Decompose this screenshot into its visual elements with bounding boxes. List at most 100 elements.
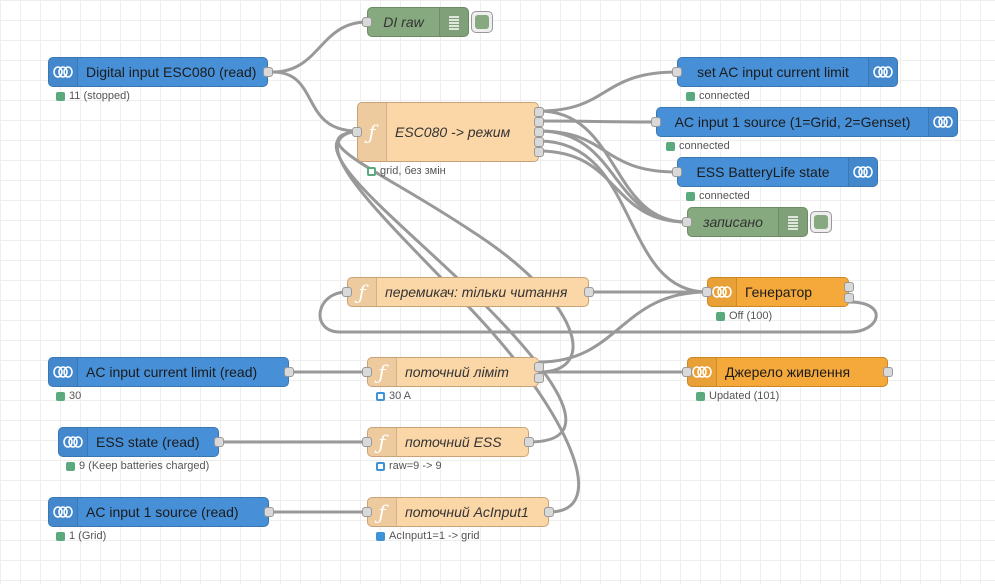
function-node-esc-mode[interactable]: ƒ ESC080 -> режим	[352, 102, 544, 162]
input-port[interactable]	[702, 287, 712, 297]
function-node-cur-ess[interactable]: ƒ поточний ESS	[362, 427, 534, 457]
wire-esc-to-acsource	[538, 119, 657, 124]
status-dot	[376, 461, 385, 471]
function-node-switch-readonly[interactable]: ƒ перемикач: тільки читання	[342, 277, 594, 307]
node-label: AC input 1 source (read)	[86, 504, 239, 520]
node-label: поточний AcInput1	[405, 504, 529, 520]
debug-node-di-raw[interactable]: DI raw	[362, 7, 469, 37]
victron-node-ess-batterylife[interactable]: ESS BatteryLife state	[672, 157, 878, 187]
list-icon	[439, 8, 468, 36]
input-port[interactable]	[362, 367, 372, 377]
status-text: AcInput1=1 -> grid	[389, 530, 480, 542]
input-port[interactable]	[651, 117, 661, 127]
node-label: поточний ліміт	[405, 364, 509, 380]
function-node-cur-acinput[interactable]: ƒ поточний AcInput1	[362, 497, 554, 527]
output-port[interactable]	[214, 437, 224, 447]
node-label: ESC080 -> режим	[395, 124, 511, 140]
status-dot	[56, 91, 65, 101]
status-text: Updated (101)	[709, 390, 780, 402]
node-label: записано	[703, 214, 763, 230]
victron-node-power-source[interactable]: Джерело живлення	[682, 357, 893, 387]
input-port[interactable]	[362, 507, 372, 517]
victron-node-digital-input[interactable]: Digital input ESC080 (read)	[48, 57, 273, 87]
node-label: ESS state (read)	[96, 434, 200, 450]
status-dot	[696, 391, 705, 401]
debug-node-zapysano[interactable]: записано	[682, 207, 808, 237]
list-icon	[778, 208, 807, 236]
wire-generator-loop	[318, 290, 878, 334]
output-port-1[interactable]	[844, 282, 854, 292]
node-label: set AC input current limit	[697, 64, 849, 80]
output-port[interactable]	[524, 437, 534, 447]
status-text: connected	[699, 190, 750, 202]
wire-esc-to-setlimit	[538, 70, 678, 113]
victron-node-ac-source[interactable]: AC input 1 source (1=Grid, 2=Genset)	[651, 107, 958, 137]
status-dot	[367, 166, 376, 176]
wire-esc-to-generator	[538, 139, 708, 294]
wire-curlimit-to-gen	[538, 290, 708, 364]
input-port[interactable]	[672, 167, 682, 177]
output-port-2[interactable]	[534, 373, 544, 383]
status-dot	[56, 531, 65, 541]
node-status: 30 A	[376, 390, 411, 402]
victron-node-ess-state-read[interactable]: ESS state (read)	[58, 427, 224, 457]
output-port[interactable]	[264, 507, 274, 517]
output-port-4[interactable]	[534, 137, 544, 147]
node-status: raw=9 -> 9	[376, 460, 442, 472]
function-icon: ƒ	[358, 103, 387, 161]
node-label: Джерело живлення	[725, 364, 851, 380]
status-text: connected	[699, 90, 750, 102]
node-status: connected	[686, 190, 750, 202]
output-port-1[interactable]	[534, 107, 544, 117]
function-icon: ƒ	[368, 428, 397, 456]
node-status: 9 (Keep batteries charged)	[66, 460, 209, 472]
output-port[interactable]	[883, 367, 893, 377]
node-status: 30	[56, 390, 81, 402]
input-port[interactable]	[342, 287, 352, 297]
output-port[interactable]	[584, 287, 594, 297]
input-port[interactable]	[672, 67, 682, 77]
wire-esc-to-zapysano-3	[538, 149, 688, 224]
input-port[interactable]	[362, 17, 372, 27]
output-port-5[interactable]	[534, 147, 544, 157]
debug-toggle-button[interactable]	[471, 11, 493, 33]
debug-toggle-button[interactable]	[810, 211, 832, 233]
node-status: connected	[666, 140, 730, 152]
node-status: 1 (Grid)	[56, 530, 106, 542]
node-label: Генератор	[745, 284, 813, 300]
output-port-1[interactable]	[534, 362, 544, 372]
victron-node-ac-limit-read[interactable]: AC input current limit (read)	[48, 357, 294, 387]
output-port[interactable]	[263, 67, 273, 77]
status-dot	[666, 141, 675, 151]
output-port-3[interactable]	[534, 127, 544, 137]
wire-digital-to-esc	[272, 70, 358, 133]
status-text: 1 (Grid)	[69, 530, 107, 542]
input-port[interactable]	[682, 217, 692, 227]
status-dot	[376, 391, 385, 401]
status-text: 30 A	[389, 390, 412, 402]
status-text: 30	[69, 390, 82, 402]
input-port[interactable]	[682, 367, 692, 377]
node-status: Off (100)	[716, 310, 772, 322]
node-status: AcInput1=1 -> grid	[376, 530, 480, 542]
function-icon: ƒ	[368, 498, 397, 526]
function-node-cur-limit[interactable]: ƒ поточний ліміт	[362, 357, 544, 387]
victron-wave-icon	[688, 358, 717, 386]
output-port-2[interactable]	[534, 117, 544, 127]
victron-wave-icon	[49, 58, 78, 86]
victron-node-generator[interactable]: Генератор	[702, 277, 854, 307]
status-dot	[66, 461, 75, 471]
victron-node-set-ac-limit[interactable]: set AC input current limit	[672, 57, 898, 87]
status-text: grid, без змін	[380, 165, 446, 177]
status-dot	[686, 191, 695, 201]
victron-wave-icon	[49, 498, 78, 526]
output-port-2[interactable]	[844, 293, 854, 303]
input-port[interactable]	[352, 127, 362, 137]
victron-wave-icon	[868, 58, 897, 86]
victron-node-ac-source-read[interactable]: AC input 1 source (read)	[48, 497, 274, 527]
output-port[interactable]	[544, 507, 554, 517]
node-label: AC input current limit (read)	[86, 364, 258, 380]
output-port[interactable]	[284, 367, 294, 377]
input-port[interactable]	[362, 437, 372, 447]
node-label: DI raw	[383, 14, 424, 30]
